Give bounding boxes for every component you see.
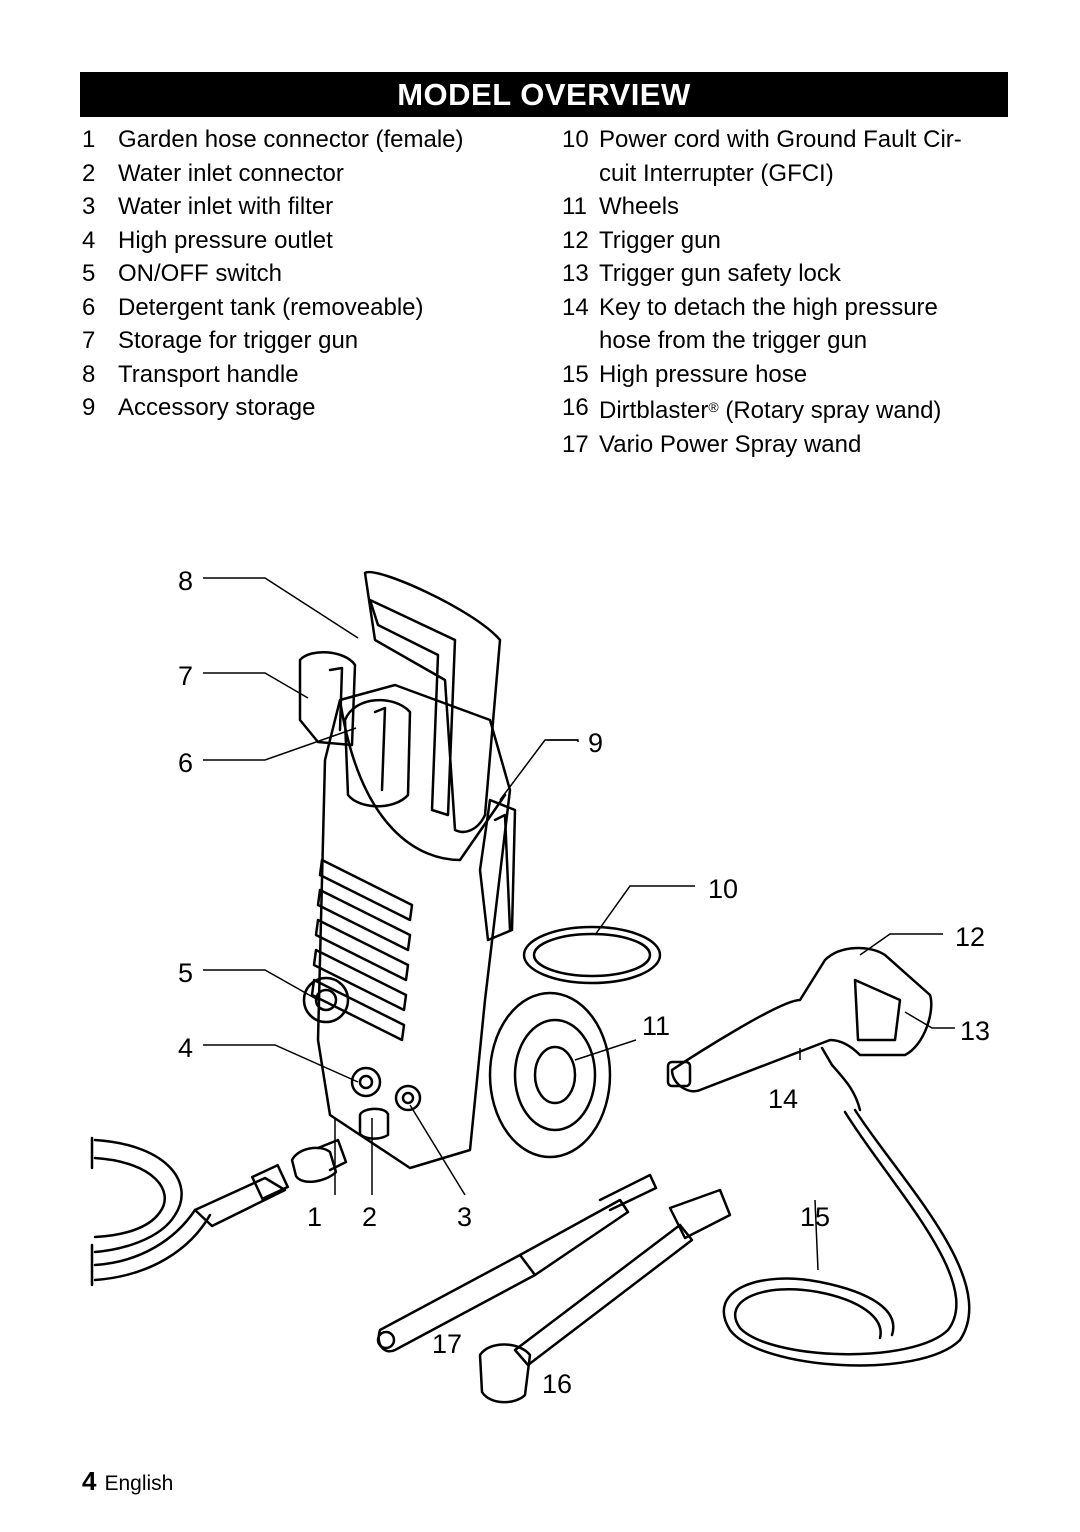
item-number: 4 <box>82 226 96 254</box>
list-item: 2 Water inlet connector <box>82 157 522 191</box>
item-number: 12 <box>562 226 589 254</box>
page-number: 4 <box>82 1466 97 1496</box>
item-number: 11 <box>562 193 587 220</box>
list-item: 11 Wheels <box>562 190 1002 224</box>
item-number: 16 <box>562 394 589 421</box>
item-label: Water inlet connector <box>118 159 344 187</box>
item-number: 9 <box>82 394 96 421</box>
callout-17: 17 <box>432 1329 462 1359</box>
list-item: 16 Dirtblaster® (Rotary spray wand) <box>562 391 1002 428</box>
callout-4: 4 <box>178 1033 193 1063</box>
parts-list-right: 10 Power cord with Ground Fault Cir-cuit … <box>562 123 1002 461</box>
page-title: MODEL OVERVIEW <box>80 72 1008 117</box>
pressure-washer-body <box>298 570 662 1170</box>
item-label: Detergent tank (removeable) <box>118 293 424 321</box>
list-item: 15 High pressure hose <box>562 358 1002 392</box>
registered-mark: ® <box>708 399 719 415</box>
list-item: 8 Transport handle <box>82 358 522 392</box>
callout-10: 10 <box>708 874 738 904</box>
list-item: 6 Detergent tank (removeable) <box>82 291 522 325</box>
callout-leaders <box>203 577 955 1271</box>
callout-1: 1 <box>307 1202 322 1232</box>
item-label: Trigger gun safety lock <box>599 260 841 287</box>
item-label: Trigger gun <box>599 226 721 254</box>
list-item: 4 High pressure outlet <box>82 224 522 258</box>
item-label: Power cord with Ground Fault Cir-cuit In… <box>599 126 962 187</box>
list-item: 13 Trigger gun safety lock <box>562 257 1002 291</box>
callout-11: 11 <box>642 1011 670 1041</box>
callout-12: 12 <box>955 922 985 952</box>
item-label: High pressure hose <box>599 360 808 388</box>
callout-2: 2 <box>362 1202 377 1232</box>
list-item: 17 Vario Power Spray wand <box>562 428 1002 462</box>
item-number: 1 <box>82 126 96 153</box>
vario-wand-illustration <box>376 1173 658 1353</box>
garden-hose-illustration <box>90 1136 348 1287</box>
list-item: 5 ON/OFF switch <box>82 257 522 291</box>
item-number: 10 <box>562 126 589 153</box>
footer-language: English <box>104 1472 174 1495</box>
list-item: 3 Water inlet with filter <box>82 190 522 224</box>
callout-labels: 8 7 6 9 10 12 5 11 13 4 14 1 2 3 15 17 1… <box>178 566 990 1399</box>
page-footer: 4 English <box>82 1466 173 1497</box>
callout-13: 13 <box>960 1016 990 1046</box>
item-label: Dirtblaster® (Rotary spray wand) <box>599 397 942 424</box>
list-item: 10 Power cord with Ground Fault Cir-cuit … <box>562 123 1002 190</box>
item-number: 2 <box>82 159 96 187</box>
item-number: 13 <box>562 260 589 287</box>
list-item: 7 Storage for trigger gun <box>82 324 522 358</box>
item-number: 17 <box>562 430 589 458</box>
callout-5: 5 <box>178 958 193 988</box>
item-label: High pressure outlet <box>118 226 333 254</box>
item-number: 6 <box>82 293 96 321</box>
list-item: 1 Garden hose connector (female) <box>82 123 522 157</box>
item-label: Wheels <box>599 193 680 220</box>
trigger-gun-illustration <box>666 946 933 1112</box>
item-label: Storage for trigger gun <box>118 327 359 354</box>
callout-3: 3 <box>457 1202 472 1232</box>
item-number: 14 <box>562 293 589 321</box>
item-label: Water inlet with filter <box>118 193 334 220</box>
callout-9: 9 <box>588 728 603 758</box>
callout-7: 7 <box>178 661 193 691</box>
callout-14: 14 <box>768 1084 798 1114</box>
item-number: 15 <box>562 360 589 388</box>
list-item: 9 Accessory storage <box>82 391 522 425</box>
item-label: Accessory storage <box>118 394 316 421</box>
item-label: Garden hose connector (female) <box>118 126 464 153</box>
high-pressure-hose-illustration <box>722 1108 971 1367</box>
dirtblaster-illustration <box>478 1188 732 1404</box>
item-label: Vario Power Spray wand <box>599 430 862 458</box>
item-number: 5 <box>82 260 96 287</box>
item-number: 8 <box>82 360 96 388</box>
callout-8: 8 <box>178 566 193 596</box>
callout-16: 16 <box>542 1369 572 1399</box>
item-label: Transport handle <box>118 360 299 388</box>
item-number: 7 <box>82 327 96 354</box>
list-item: 12 Trigger gun <box>562 224 1002 258</box>
item-label: ON/OFF switch <box>118 260 283 287</box>
item-number: 3 <box>82 193 96 220</box>
callout-6: 6 <box>178 748 193 778</box>
callout-15: 15 <box>800 1202 830 1232</box>
